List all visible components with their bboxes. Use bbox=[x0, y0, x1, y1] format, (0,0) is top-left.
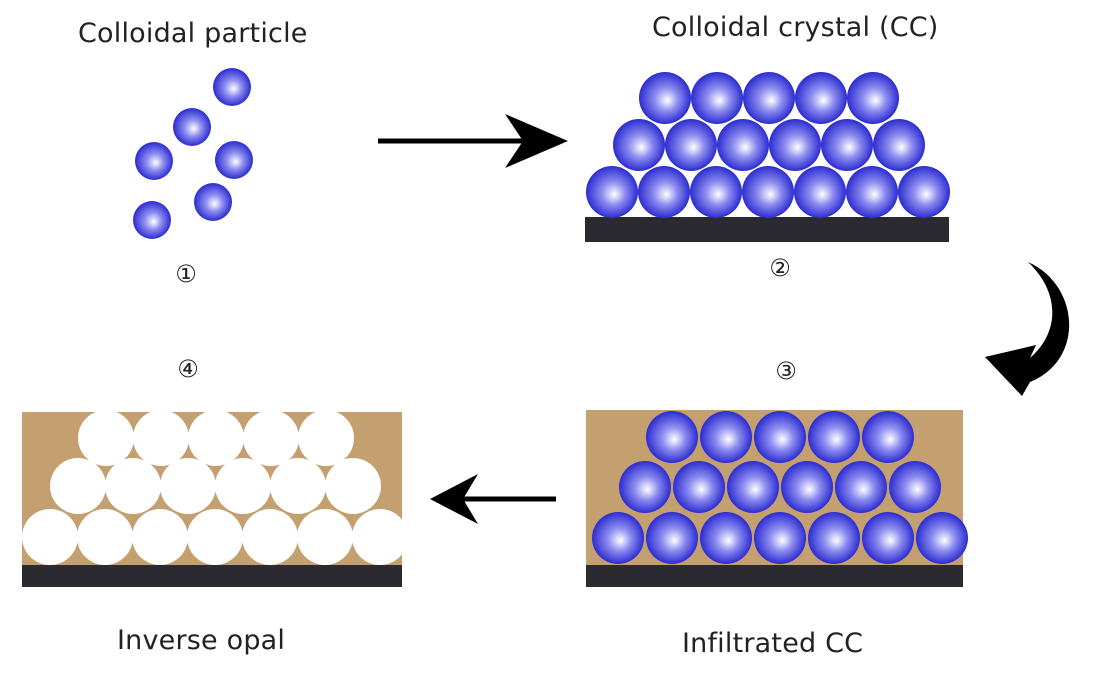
inverse-void bbox=[78, 410, 134, 466]
colloidal-particle bbox=[215, 141, 253, 179]
crystal-sphere bbox=[586, 166, 638, 218]
infiltrated-sphere bbox=[673, 461, 725, 513]
crystal-sphere bbox=[639, 72, 691, 124]
infiltrated-sphere bbox=[862, 411, 914, 463]
infiltrated-sphere bbox=[754, 411, 806, 463]
crystal-sphere bbox=[743, 72, 795, 124]
infiltrated-sphere bbox=[619, 461, 671, 513]
inverse-void bbox=[160, 458, 216, 514]
inverse-void bbox=[50, 458, 106, 514]
infiltrated-sphere bbox=[754, 512, 806, 564]
infiltrated-sphere bbox=[862, 512, 914, 564]
colloidal-crystal-title: Colloidal crystal (CC) bbox=[652, 12, 939, 43]
crystal-sphere bbox=[691, 72, 743, 124]
step-2-marker: ② bbox=[769, 254, 791, 282]
substrate bbox=[586, 565, 963, 587]
inverse-void bbox=[187, 509, 243, 565]
infiltrated-sphere bbox=[646, 411, 698, 463]
crystal-sphere bbox=[821, 119, 873, 171]
step-1-marker: ① bbox=[175, 260, 197, 288]
crystal-sphere bbox=[846, 166, 898, 218]
inverse-void bbox=[215, 458, 271, 514]
inverse-void bbox=[298, 410, 354, 466]
crystal-sphere bbox=[898, 166, 950, 218]
arrow-left bbox=[430, 474, 556, 524]
inverse-void bbox=[325, 458, 381, 514]
crystal-sphere bbox=[717, 119, 769, 171]
colloidal-particle bbox=[213, 68, 251, 106]
infiltrated-sphere bbox=[646, 512, 698, 564]
infiltrated-sphere bbox=[808, 411, 860, 463]
infiltrated-cc-title: Infiltrated CC bbox=[682, 628, 864, 659]
colloidal-particle bbox=[173, 108, 211, 146]
inverse-void bbox=[105, 458, 161, 514]
infiltrated-sphere bbox=[592, 512, 644, 564]
inverse-void bbox=[133, 410, 189, 466]
step-3-marker: ③ bbox=[775, 357, 797, 385]
crystal-sphere bbox=[690, 166, 742, 218]
infiltrated-sphere bbox=[700, 411, 752, 463]
inverse-void bbox=[77, 509, 133, 565]
inverse-void bbox=[352, 509, 408, 565]
crystal-sphere bbox=[795, 72, 847, 124]
inverse-opal-group bbox=[22, 410, 408, 587]
substrate bbox=[22, 565, 402, 587]
infiltrated-sphere bbox=[889, 461, 941, 513]
inverse-void bbox=[270, 458, 326, 514]
crystal-sphere bbox=[742, 166, 794, 218]
crystal-sphere bbox=[769, 119, 821, 171]
crystal-sphere bbox=[665, 119, 717, 171]
infiltrated-sphere bbox=[916, 512, 968, 564]
inverse-void bbox=[242, 509, 298, 565]
colloidal-particle-title: Colloidal particle bbox=[78, 18, 308, 49]
inverse-void bbox=[22, 509, 78, 565]
infiltrated-sphere bbox=[781, 461, 833, 513]
crystal-sphere bbox=[847, 72, 899, 124]
step-4-marker: ④ bbox=[177, 355, 199, 383]
crystal-sphere bbox=[638, 166, 690, 218]
infiltrated-sphere bbox=[808, 512, 860, 564]
crystal-sphere bbox=[873, 119, 925, 171]
inverse-void bbox=[188, 410, 244, 466]
colloidal-particles-group bbox=[133, 68, 253, 239]
crystal-sphere bbox=[613, 119, 665, 171]
colloidal-particle bbox=[133, 201, 171, 239]
colloidal-particle bbox=[135, 142, 173, 180]
substrate bbox=[585, 217, 949, 242]
colloidal-particle bbox=[194, 183, 232, 221]
curved-arrow bbox=[985, 262, 1070, 396]
inverse-void bbox=[243, 410, 299, 466]
crystal-sphere bbox=[794, 166, 846, 218]
colloidal-crystal-group bbox=[585, 72, 950, 242]
infiltrated-sphere bbox=[700, 512, 752, 564]
inverse-opal-title: Inverse opal bbox=[117, 625, 286, 656]
infiltrated-sphere bbox=[835, 461, 887, 513]
inverse-void bbox=[297, 509, 353, 565]
infiltrated-cc-group bbox=[586, 410, 968, 587]
inverse-void bbox=[132, 509, 188, 565]
infiltrated-sphere bbox=[727, 461, 779, 513]
arrow-right bbox=[378, 114, 568, 168]
